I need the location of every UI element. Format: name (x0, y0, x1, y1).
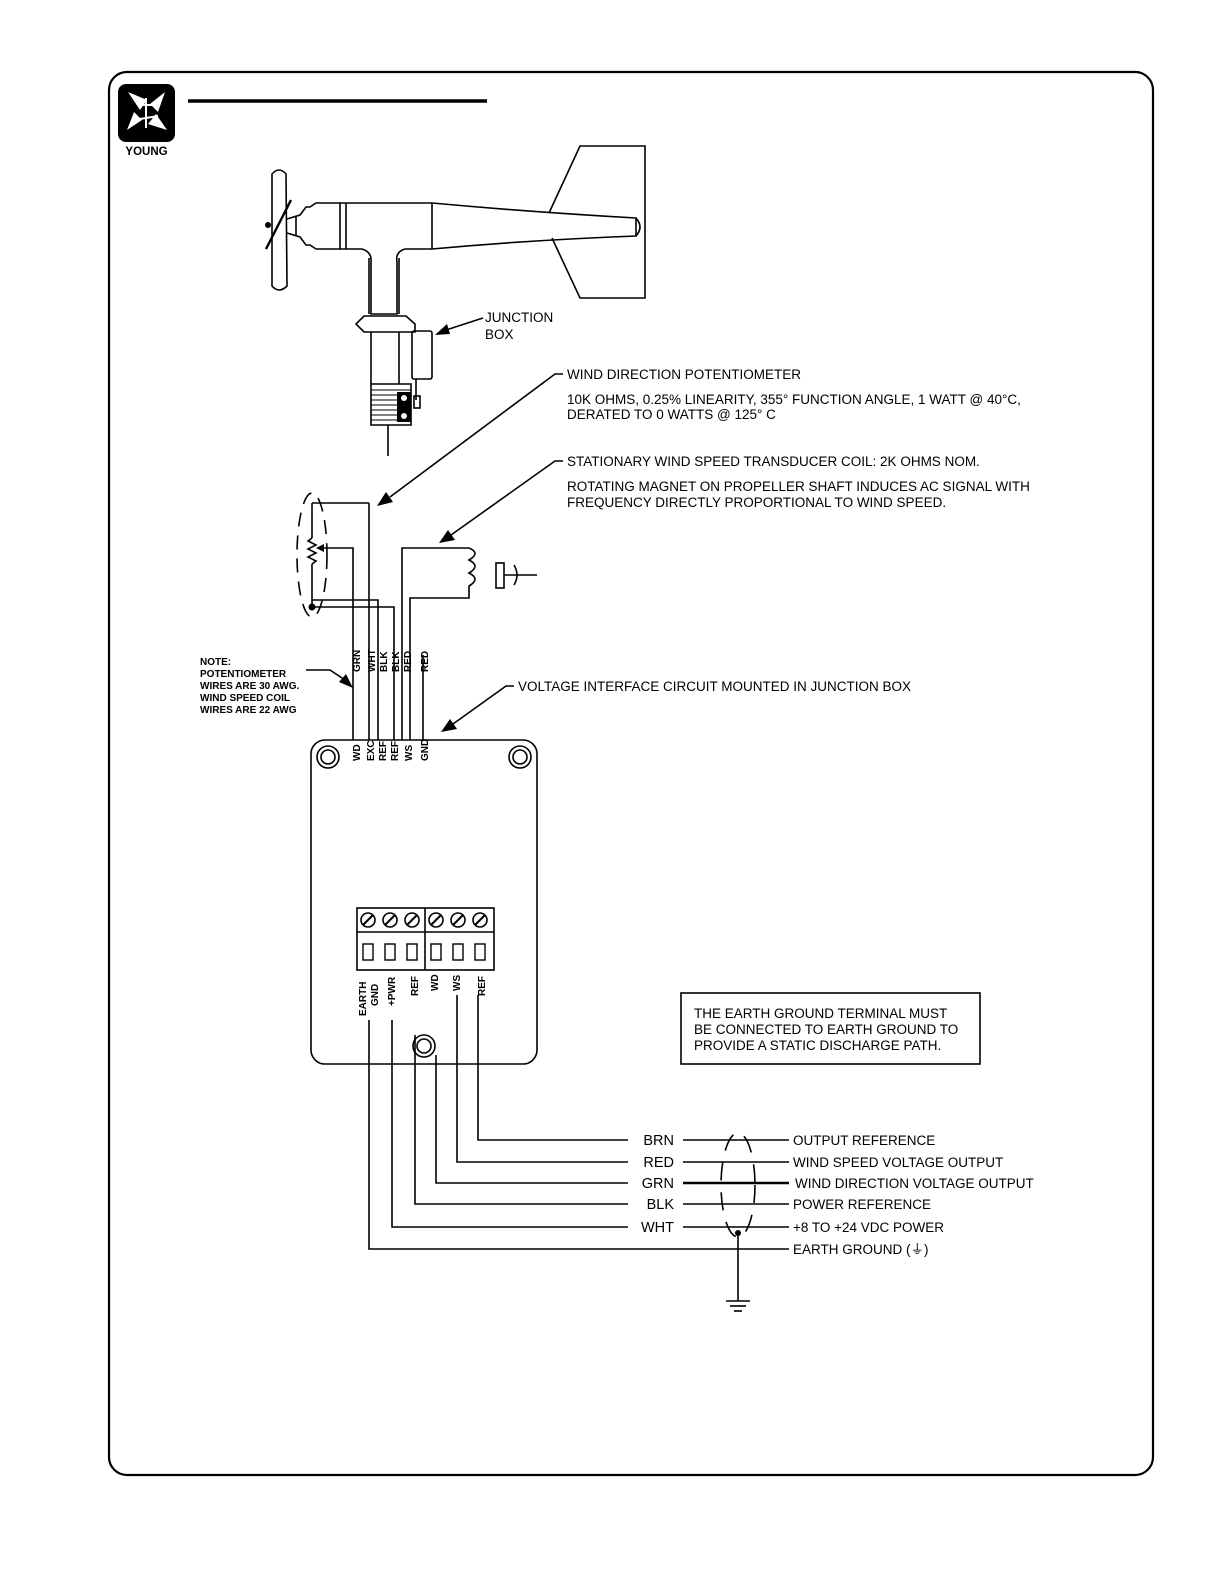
wire-label-grn: GRN (352, 650, 363, 672)
terminal-screw-slot (430, 914, 442, 926)
terminal-label-earth-gnd: GND (370, 984, 381, 1006)
pot-line-2: DERATED TO 0 WATTS @ 125° C (567, 407, 776, 422)
wire-label-wht: WHT (367, 649, 378, 672)
young-logo: YOUNG (118, 84, 175, 158)
output-ws-label: WIND SPEED VOLTAGE OUTPUT (793, 1155, 1003, 1170)
cable-color-blk: BLK (647, 1197, 675, 1213)
wire-label-blk-2: BLK (391, 651, 402, 672)
interface-board: WD EXC REF REF WS GND (310, 739, 538, 1065)
potentiometer-note: WIND DIRECTION POTENTIOMETER 10K OHMS, 0… (377, 367, 1021, 506)
pot-line-1: 10K OHMS, 0.25% LINEARITY, 355° FUNCTION… (567, 392, 1021, 407)
terminal-wire-slot (362, 943, 374, 961)
terminal-labels: EARTH GND +PWR REF WD WS REF (358, 974, 488, 1016)
cable-color-brn: BRN (643, 1133, 674, 1149)
terminal-screw-slot (362, 914, 374, 926)
terminal-label-ref-1: REF (410, 976, 421, 996)
terminal-wire-slot (430, 943, 442, 961)
notice-line-3: PROVIDE A STATIC DISCHARGE PATH. (694, 1038, 941, 1053)
terminal-wire-slot (452, 943, 464, 961)
anemometer-illustration: JUNCTION BOX (264, 145, 646, 456)
pin-label-ref-1: REF (378, 741, 389, 761)
coil-line-1: ROTATING MAGNET ON PROPELLER SHAFT INDUC… (567, 479, 1030, 494)
terminal-label-wd: WD (430, 974, 441, 991)
awg-line-3: WIRES ARE 30 AWG. (200, 681, 299, 692)
output-power-ref-label: POWER REFERENCE (793, 1197, 931, 1212)
terminal-screw-slot (474, 914, 486, 926)
pin-label-gnd: GND (420, 739, 431, 761)
junction-box-label-1: JUNCTION (485, 310, 553, 325)
terminal-wire-slot (406, 943, 418, 961)
pin-label-ref-2: REF (390, 741, 401, 761)
page-frame (107, 70, 1155, 1477)
awg-line-1: NOTE: (200, 657, 231, 668)
wire-label-red-1: RED (403, 651, 414, 672)
terminal-screw-slot (384, 914, 396, 926)
output-ref-label: OUTPUT REFERENCE (793, 1133, 935, 1148)
pin-label-exc: EXC (366, 740, 377, 761)
pin-label-ws: WS (404, 745, 415, 761)
wire-label-blk-1: BLK (379, 651, 390, 672)
terminal-label-earth: EARTH (358, 982, 369, 1016)
awg-note: NOTE: POTENTIOMETER WIRES ARE 30 AWG. WI… (200, 657, 353, 716)
cable-color-wht: WHT (641, 1220, 674, 1236)
coil-note: STATIONARY WIND SPEED TRANSDUCER COIL: 2… (439, 454, 1030, 543)
terminal-label-pwr: +PWR (387, 976, 398, 1006)
terminal-screw-slot (452, 914, 464, 926)
output-earth-label: EARTH GROUND (⏚) (793, 1242, 929, 1257)
notice-line-2: BE CONNECTED TO EARTH GROUND TO (694, 1022, 958, 1037)
ground-notice: THE EARTH GROUND TERMINAL MUST BE CONNEC… (680, 992, 981, 1065)
cable-color-red: RED (643, 1155, 674, 1171)
cable-color-grn: GRN (642, 1176, 674, 1192)
notice-line-1: THE EARTH GROUND TERMINAL MUST (694, 1006, 947, 1021)
awg-line-2: POTENTIOMETER (200, 669, 287, 680)
coil-line-2: FREQUENCY DIRECTLY PROPORTIONAL TO WIND … (567, 495, 946, 510)
junction-box-label-2: BOX (485, 327, 514, 342)
awg-line-4: WIND SPEED COIL (200, 693, 290, 704)
wire-label-red-2: RED (420, 651, 431, 672)
sensor-schematic: GRN WHT BLK BLK RED RED (296, 492, 537, 740)
circuit-title: VOLTAGE INTERFACE CIRCUIT MOUNTED IN JUN… (518, 679, 911, 694)
terminal-screw-slot (406, 914, 418, 926)
terminal-wire-slot (384, 943, 396, 961)
output-wd-label: WIND DIRECTION VOLTAGE OUTPUT (795, 1176, 1034, 1191)
logo-text: YOUNG (125, 146, 167, 158)
pin-label-wd: WD (352, 744, 363, 761)
awg-line-5: WIRES ARE 22 AWG (200, 705, 297, 716)
terminal-screws (360, 912, 488, 961)
circuit-note: VOLTAGE INTERFACE CIRCUIT MOUNTED IN JUN… (441, 679, 911, 732)
output-power-label: +8 TO +24 VDC POWER (793, 1220, 944, 1235)
output-cable: BRN RED GRN BLK WHT OUTPUT REFERENCE WIN… (368, 995, 1034, 1312)
terminal-wire-slot (474, 943, 486, 961)
coil-title: STATIONARY WIND SPEED TRANSDUCER COIL: 2… (567, 454, 980, 469)
pot-title: WIND DIRECTION POTENTIOMETER (567, 367, 801, 382)
terminal-label-ref-2: REF (477, 976, 488, 996)
terminal-label-ws: WS (452, 975, 463, 991)
